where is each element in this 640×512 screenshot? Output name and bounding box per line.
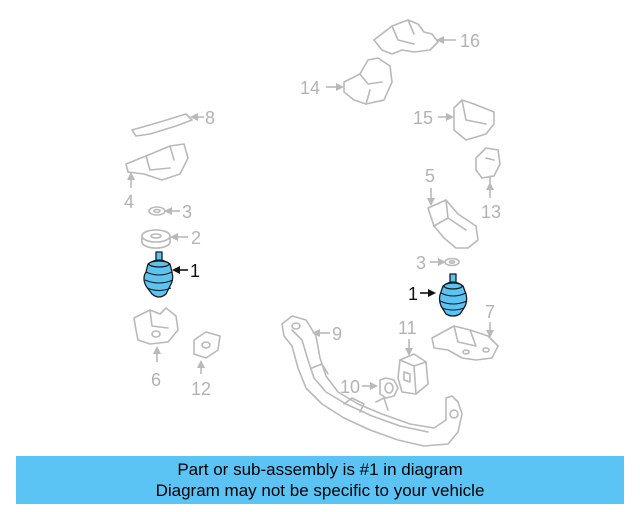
callout-14[interactable]: 14 <box>300 78 320 98</box>
callout-3-left-leader <box>164 207 180 215</box>
callout-11[interactable]: 11 <box>398 318 417 338</box>
callout-2-leader <box>170 233 188 241</box>
callout-3-right[interactable]: 3 <box>416 253 426 273</box>
part-5-bracket[interactable] <box>427 199 479 249</box>
part-8-bracket[interactable] <box>131 113 193 137</box>
callout-1-right[interactable]: 1 <box>408 284 418 304</box>
callout-5-leader <box>427 188 435 206</box>
part-9-crossmember[interactable] <box>281 315 463 447</box>
part-3-washer-left[interactable] <box>148 206 166 216</box>
part-1-engine-mount-right[interactable] <box>438 273 468 317</box>
callout-13-leader <box>486 182 494 198</box>
banner-line-1: Part or sub-assembly is #1 in diagram <box>177 460 463 479</box>
part-6-bracket[interactable] <box>133 307 179 345</box>
part-13-mount[interactable] <box>475 147 501 185</box>
part-10-bushing[interactable] <box>379 377 399 399</box>
part-4-bracket[interactable] <box>125 143 189 181</box>
callout-6-leader <box>153 346 161 362</box>
callout-12-leader <box>197 360 205 374</box>
part-15-bracket[interactable] <box>453 99 495 141</box>
callout-3-left[interactable]: 3 <box>182 202 192 222</box>
callout-1-left-leader <box>172 266 188 274</box>
part-7-bracket[interactable] <box>431 325 499 361</box>
callout-16[interactable]: 16 <box>460 31 480 51</box>
part-14-bracket[interactable] <box>343 57 393 105</box>
callout-15-leader <box>438 113 454 121</box>
callout-5[interactable]: 5 <box>425 166 435 186</box>
callout-12[interactable]: 12 <box>191 379 211 399</box>
part-2-insulator[interactable] <box>141 229 171 249</box>
callout-9[interactable]: 9 <box>332 324 342 344</box>
callout-8[interactable]: 8 <box>205 108 215 128</box>
part-16-bracket[interactable] <box>373 19 439 55</box>
part-3-washer-right[interactable] <box>444 257 460 267</box>
banner-line-2: Diagram may not be specific to your vehi… <box>155 481 485 500</box>
callout-14-leader <box>326 83 344 91</box>
part-11-mount-block[interactable] <box>397 353 429 395</box>
callout-10-leader <box>362 382 378 390</box>
part-12-plate[interactable] <box>193 331 221 359</box>
callout-1-left[interactable]: 1 <box>190 261 200 281</box>
callout-8-leader <box>190 113 204 121</box>
callout-6[interactable]: 6 <box>151 370 161 390</box>
callout-4-leader <box>127 172 135 188</box>
callout-2[interactable]: 2 <box>191 228 201 248</box>
parts-diagram: 16 14 8 15 4 13 <box>124 19 501 447</box>
callout-10[interactable]: 10 <box>340 377 360 397</box>
callout-7[interactable]: 7 <box>485 302 495 322</box>
callout-15[interactable]: 15 <box>413 108 433 128</box>
callout-7-leader <box>486 322 494 338</box>
info-banner: Part or sub-assembly is #1 in diagram Di… <box>16 456 624 504</box>
callout-9-leader <box>312 329 330 337</box>
callout-1-right-leader <box>420 289 436 297</box>
callout-4[interactable]: 4 <box>124 192 134 212</box>
callout-3-right-leader <box>430 258 446 266</box>
callout-16-leader <box>436 36 456 44</box>
callout-13[interactable]: 13 <box>481 202 501 222</box>
callout-11-leader <box>405 339 413 356</box>
part-1-engine-mount-left[interactable] <box>143 251 174 298</box>
